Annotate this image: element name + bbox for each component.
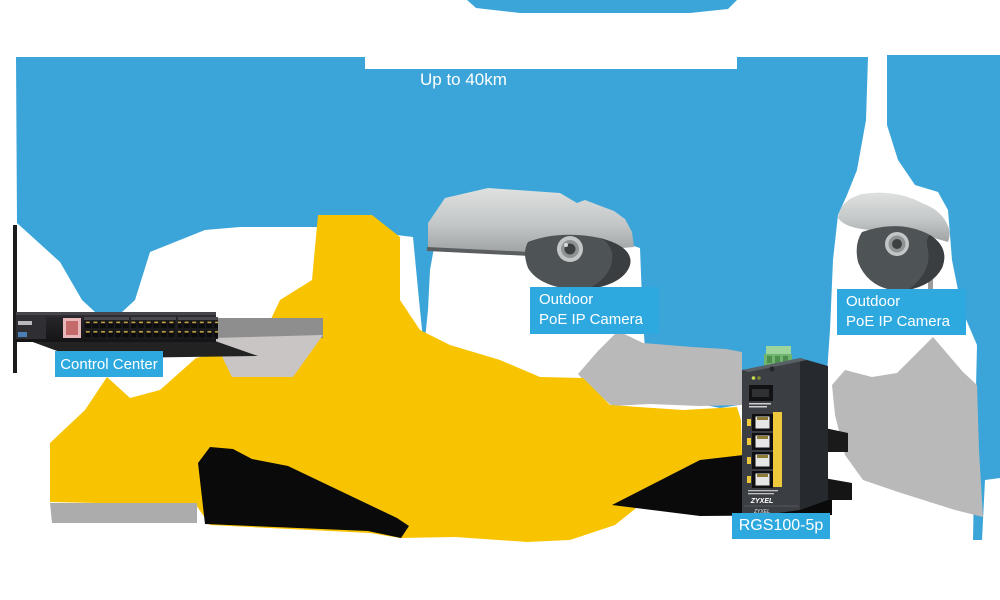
rgs-microtext	[749, 406, 767, 408]
rgs-divider	[744, 505, 798, 507]
camera-left-label-line2: PoE IP Camera	[539, 311, 643, 328]
rack-port-group-3	[178, 317, 218, 339]
rack-logo-mark	[18, 321, 32, 325]
rack-side-shadow	[213, 335, 323, 377]
camera-right-head	[856, 226, 945, 291]
rgs-rj45-port-4	[747, 471, 773, 488]
control-center-label-text: Control Center	[60, 355, 158, 373]
camera-uplink-arrow-left	[578, 331, 742, 406]
rgs-terminal-slot	[775, 356, 780, 363]
outdoor-poe-ip-camera-left	[427, 188, 634, 290]
rgs-terminal-block-top	[766, 346, 791, 355]
rgs-bottom-logo: ZYXEL	[753, 509, 770, 515]
rgs-screw	[769, 366, 775, 372]
rgs-terminal-slot	[767, 356, 772, 363]
rack-port-group-2	[131, 317, 176, 339]
rack-right-extension	[215, 318, 323, 338]
rgs-caption-line	[748, 493, 774, 495]
rgs-led	[751, 376, 756, 380]
rgs-top-edge	[742, 358, 807, 372]
rgs-brand-text: ZYXEL	[750, 498, 774, 505]
rgs-microtext	[749, 403, 771, 405]
rgs-led	[757, 376, 761, 380]
rack-top-highlight	[16, 312, 216, 315]
camera-left-lens-glint	[564, 243, 568, 247]
distance-label: Up to 40km	[420, 70, 507, 89]
rack-port-group-1	[84, 317, 129, 339]
camera-left-label: Outdoor PoE IP Camera	[530, 287, 659, 334]
camera-right-label-line2: PoE IP Camera	[846, 313, 950, 330]
control-center-rack-switch	[13, 225, 323, 377]
camera-right-label-line1: Outdoor	[846, 293, 901, 310]
rgs-rj45-port-3	[747, 452, 773, 469]
control-center-label: Control Center	[55, 351, 163, 377]
camera-left-underline	[427, 247, 530, 256]
fiber-link-arrow	[16, 0, 1000, 540]
rgs-side-panel	[800, 358, 828, 510]
camera-left-head	[525, 234, 631, 290]
rack-led-digit	[66, 321, 78, 335]
rack-sticker	[18, 332, 27, 337]
rgs100-5p-switch: ZYXEL ZYXEL	[742, 346, 852, 518]
camera-left-head-shade	[588, 238, 631, 289]
rgs-rj45-port-2	[747, 433, 773, 450]
camera-uplink-arrow-right	[832, 337, 983, 517]
rgs-caption-line	[748, 490, 778, 492]
rgs-switch-label-text: RGS100-5p	[738, 517, 824, 534]
road-segment	[50, 503, 197, 523]
rgs-sfp-slot	[752, 389, 769, 397]
rgs-rj45-port-1	[747, 414, 773, 431]
rack-pole	[13, 225, 17, 373]
camera-right-head-shade	[908, 235, 945, 290]
camera-right-label: Outdoor PoE IP Camera	[837, 289, 966, 335]
outdoor-poe-ip-camera-right	[838, 192, 950, 292]
rgs-port-strip	[773, 412, 782, 487]
camera-left-label-line1: Outdoor	[539, 291, 594, 308]
rgs-terminal-slot	[783, 356, 788, 363]
camera-right-lens-core	[892, 239, 902, 249]
shadow-wedge	[198, 447, 409, 538]
rgs-switch-label: RGS100-5p	[732, 513, 830, 539]
camera-right-housing	[838, 192, 950, 242]
